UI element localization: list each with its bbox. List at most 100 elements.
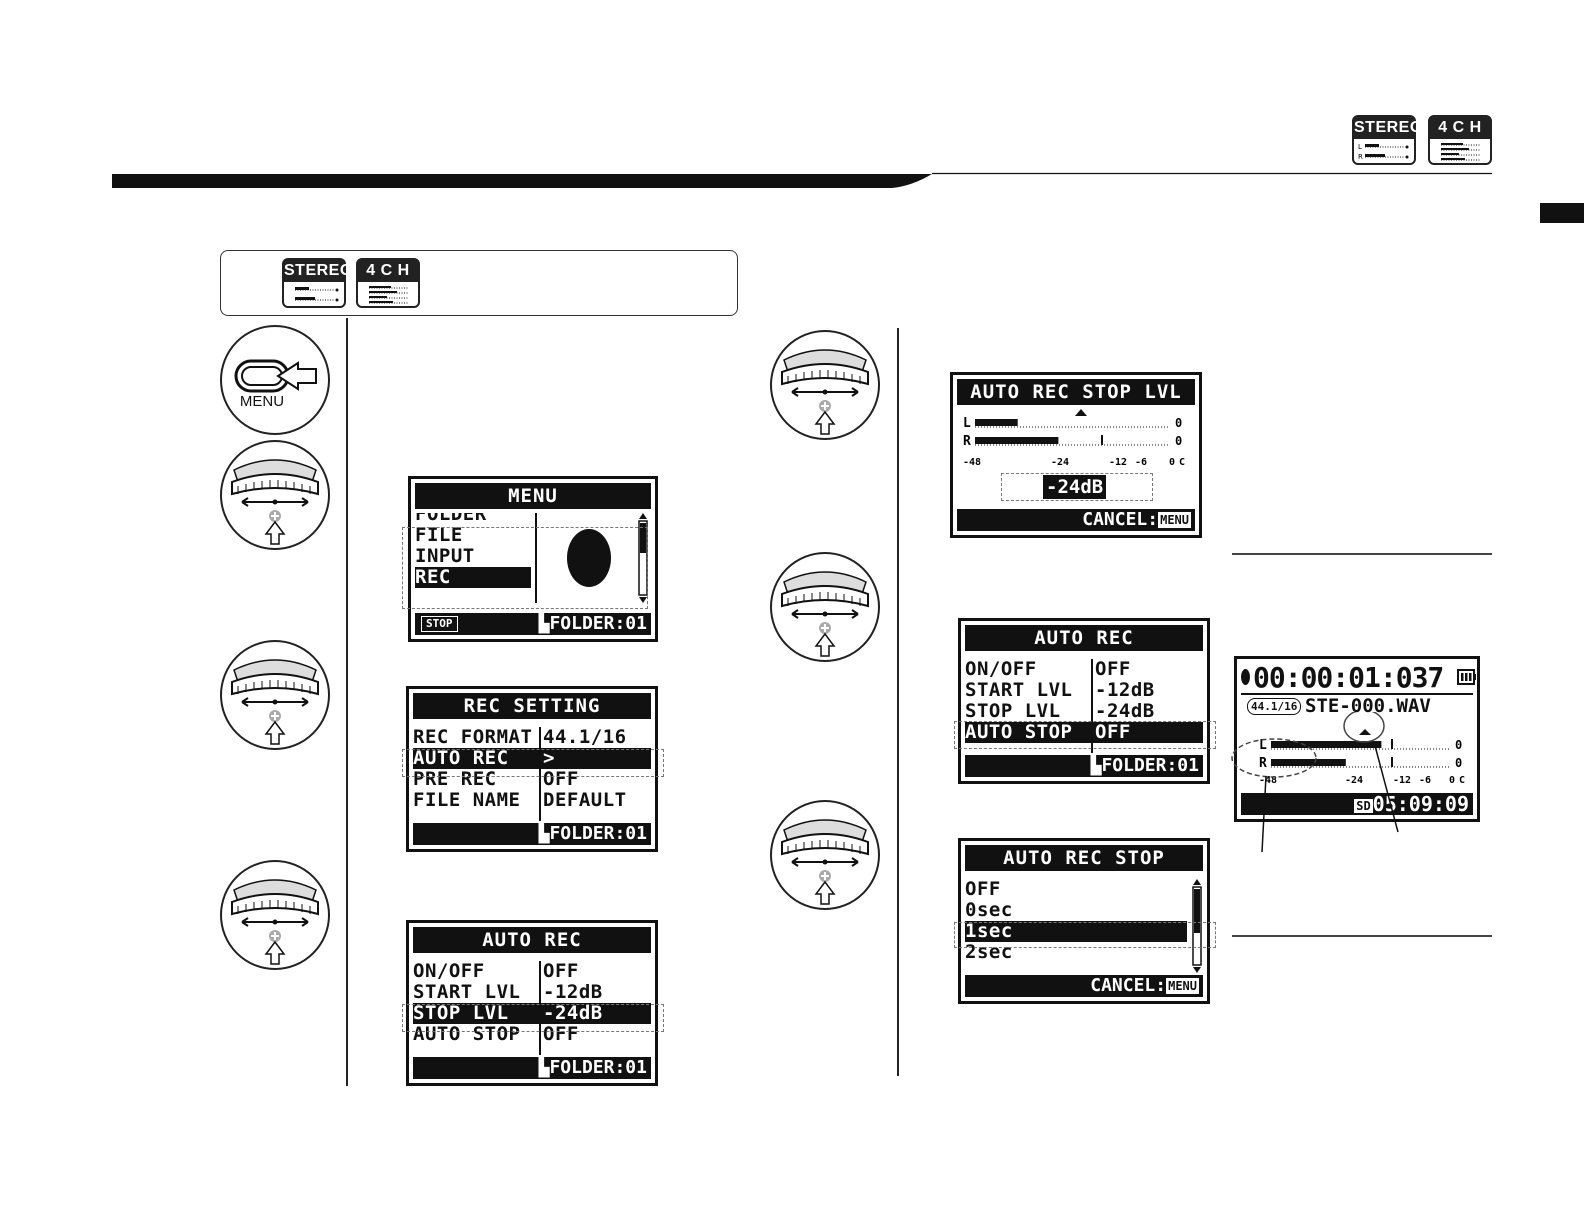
svg-text:C: C — [1459, 775, 1465, 786]
svg-text:0: 0 — [1449, 775, 1455, 786]
selection-highlight — [954, 922, 1216, 948]
svg-text:0: 0 — [1175, 416, 1182, 430]
scrollbar[interactable] — [1191, 879, 1203, 973]
menu-button-icon — [234, 359, 317, 393]
svg-text:R: R — [1358, 153, 1363, 161]
remaining-time: 05:09:09 — [1372, 792, 1469, 816]
svg-text:-24: -24 — [1345, 775, 1363, 786]
svg-text:0: 0 — [1169, 457, 1175, 468]
4ch-mode-badge: 4 C H — [1428, 115, 1492, 165]
option-item[interactable]: OFF — [965, 879, 1001, 900]
menu-screen: MENU FOLDER FILE INPUT REC STOP ▙FOLDER:… — [408, 476, 658, 642]
4ch-meter-icon — [1441, 143, 1481, 161]
selection-highlight — [402, 749, 664, 777]
stop-lvl-row[interactable]: STOP LVL-24dB — [413, 1003, 651, 1024]
screen-title: MENU — [415, 483, 651, 509]
dial-press-icon — [781, 819, 869, 905]
auto-rec-stop-screen: AUTO REC STOP OFF 0sec 1sec 2sec CANCEL:… — [958, 838, 1210, 1004]
record-indicator-icon — [1241, 669, 1250, 685]
threshold-marker — [1359, 729, 1371, 735]
option-item-selected[interactable]: 1sec — [965, 921, 1187, 942]
left-level-bar — [975, 419, 1018, 426]
transport-status: STOP — [421, 616, 458, 632]
svg-text:L: L — [1259, 738, 1267, 753]
right-level-bar — [975, 437, 1059, 444]
file-name: STE-000.WAV — [1305, 695, 1431, 717]
folder-status: FOLDER:01 — [549, 823, 647, 844]
folder-status: FOLDER:01 — [549, 1057, 647, 1078]
svg-text:0: 0 — [1455, 756, 1462, 770]
menu-item[interactable]: INPUT — [415, 545, 475, 567]
menu-key-icon: MENU — [1158, 512, 1191, 528]
screen-title: REC SETTING — [413, 693, 651, 719]
4ch-mode-badge: 4 C H — [356, 258, 420, 308]
folder-icon: ▙ — [1090, 755, 1102, 776]
start-lvl-row[interactable]: START LVL-12dB — [965, 679, 1155, 701]
header-rule — [112, 172, 1492, 188]
screen-title: AUTO REC STOP — [965, 845, 1203, 871]
battery-icon — [1457, 669, 1476, 685]
svg-text:0: 0 — [1175, 434, 1182, 448]
stereo-mode-badge: STEREO — [282, 258, 352, 308]
mic-icon — [567, 529, 611, 587]
svg-text:L: L — [963, 416, 971, 431]
auto-rec-row[interactable]: AUTO REC> — [413, 748, 651, 769]
value-box — [1001, 473, 1153, 501]
svg-text:-6: -6 — [1419, 775, 1431, 786]
stop-lvl-row[interactable]: STOP LVL-24dB — [965, 700, 1155, 722]
selection-highlight — [402, 1004, 664, 1032]
status-bar: ▙FOLDER:01 — [413, 823, 651, 845]
auto-rec-stop-lvl-screen: AUTO REC STOP LVL L R 0 0 -48 -24 -12 -6… — [950, 372, 1202, 538]
dial-step — [220, 640, 330, 750]
status-bar: STOP ▙FOLDER:01 — [415, 613, 651, 635]
menu-item-selected[interactable]: REC — [415, 567, 531, 588]
start-lvl-row[interactable]: START LVL-12dB — [413, 981, 603, 1003]
dial-step — [770, 330, 880, 440]
dial-press-icon — [781, 571, 869, 657]
menu-item[interactable]: FILE — [415, 524, 463, 546]
sd-card-icon: SD — [1354, 799, 1373, 813]
badge-label: STEREO — [284, 260, 352, 282]
svg-text:L: L — [1358, 143, 1362, 151]
svg-text:0: 0 — [1455, 738, 1462, 752]
stop-level-value[interactable]: -24dB — [1043, 475, 1107, 499]
screen-title: AUTO REC — [965, 625, 1203, 651]
step-column-divider — [346, 318, 348, 1086]
time-counter: 00:00:01:037 — [1253, 661, 1444, 694]
folder-icon: ▙ — [538, 823, 550, 844]
option-item[interactable]: 0sec — [965, 899, 1013, 921]
dial-press-icon — [231, 879, 319, 965]
mode-availability-box — [220, 250, 738, 316]
svg-text:R: R — [1259, 756, 1267, 771]
cancel-label: CANCEL: — [1082, 509, 1159, 530]
4ch-meter-icon — [369, 286, 409, 304]
left-level-bar — [1271, 741, 1382, 748]
svg-text:-48: -48 — [963, 457, 981, 468]
menu-item[interactable]: FOLDER — [415, 513, 487, 525]
option-item[interactable]: 2sec — [965, 941, 1013, 963]
svg-text:C: C — [1179, 457, 1185, 468]
cancel-bar[interactable]: CANCEL:MENU — [957, 509, 1195, 531]
screen-title: AUTO REC — [413, 927, 651, 953]
selection-highlight — [402, 527, 648, 609]
dial-step — [770, 552, 880, 662]
screen-title: AUTO REC STOP LVL — [957, 379, 1195, 405]
menu-key-icon: MENU — [1166, 978, 1199, 994]
menu-button-step: MENU — [220, 325, 330, 435]
cancel-bar[interactable]: CANCEL:MENU — [965, 975, 1203, 997]
threshold-marker — [1075, 409, 1087, 416]
right-level-bar — [1271, 759, 1346, 766]
level-meter: L R 0 0 -48 -24 -12 -6 0 C — [1259, 729, 1465, 786]
callout-lines — [1231, 712, 1399, 853]
